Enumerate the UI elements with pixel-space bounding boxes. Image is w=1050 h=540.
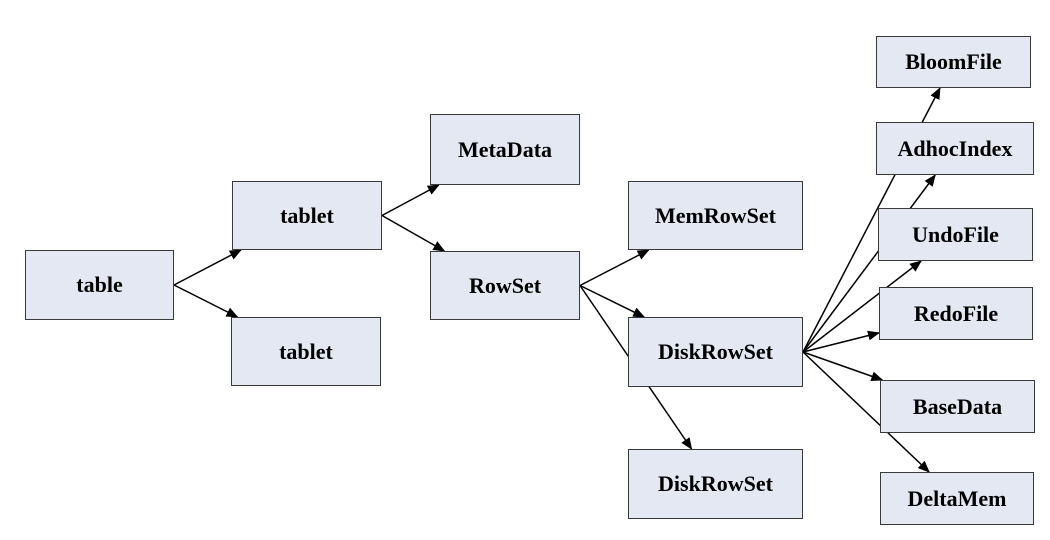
node-table: table xyxy=(25,250,174,320)
arrow-rowset-to-diskrowset-1 xyxy=(579,284,646,318)
arrow-diskrowset-1-to-adhocindex xyxy=(802,174,936,353)
node-diskrowset-1: DiskRowSet xyxy=(628,317,803,387)
arrow-tablet-1-to-rowset xyxy=(381,214,446,252)
node-tablet-1: tablet xyxy=(232,181,382,250)
node-metadata: MetaData xyxy=(430,114,580,185)
arrow-diskrowset-1-to-basedata xyxy=(802,351,884,382)
node-redofile: RedoFile xyxy=(879,287,1033,340)
node-diskrowset-2: DiskRowSet xyxy=(628,449,803,519)
arrow-diskrowset-1-to-redofile xyxy=(802,330,880,353)
arrow-table-to-tablet-1 xyxy=(173,249,242,286)
arrow-rowset-to-memrowset xyxy=(579,249,650,287)
node-basedata: BaseData xyxy=(880,380,1035,433)
arrow-tablet-1-to-metadata xyxy=(381,184,440,217)
node-memrowset: MemRowSet xyxy=(628,181,803,250)
node-rowset: RowSet xyxy=(430,251,580,320)
node-deltamem: DeltaMem xyxy=(880,472,1034,525)
arrow-diskrowset-1-to-deltamem xyxy=(802,351,930,473)
node-undofile: UndoFile xyxy=(878,208,1033,261)
node-tablet-2: tablet xyxy=(231,317,381,386)
arrow-table-to-tablet-2 xyxy=(173,284,239,318)
node-adhocindex: AdhocIndex xyxy=(876,122,1034,175)
node-bloomfile: BloomFile xyxy=(876,36,1031,88)
arrow-diskrowset-1-to-undofile xyxy=(802,260,922,353)
